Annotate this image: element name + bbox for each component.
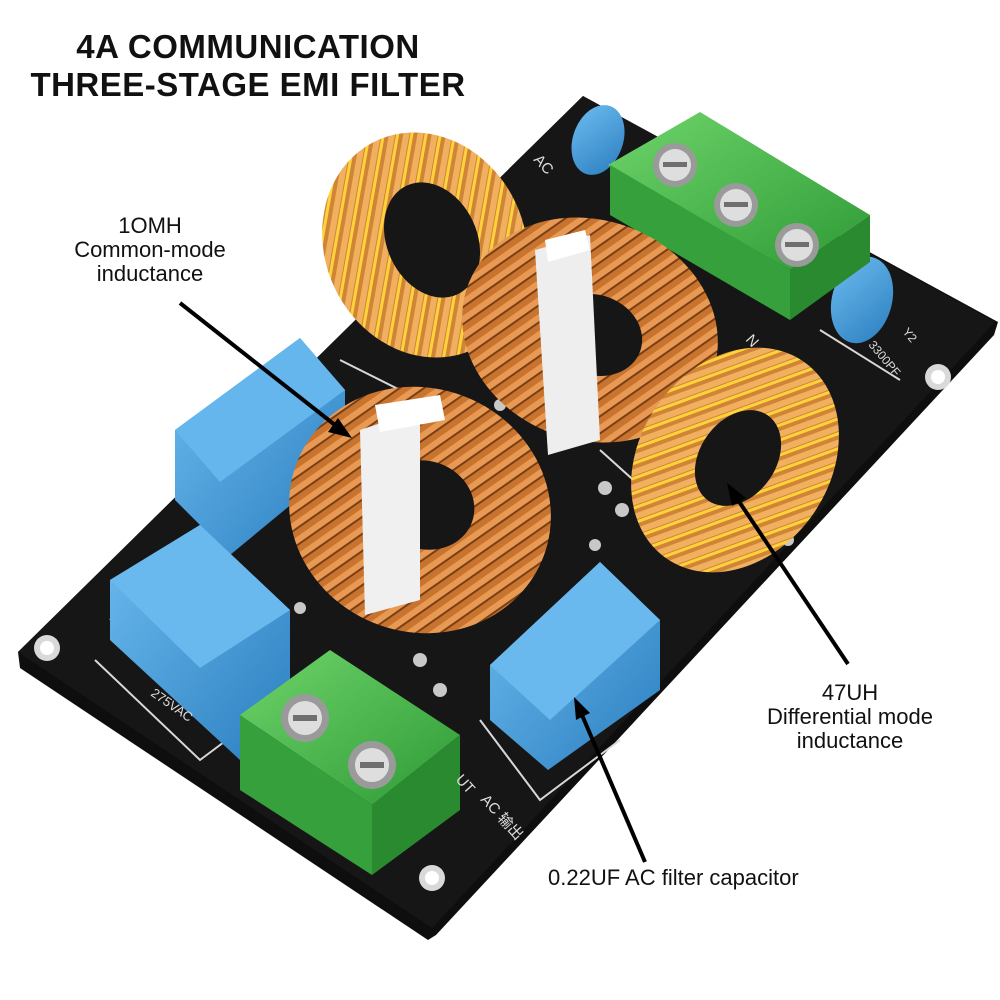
title-line-1: 4A COMMUNICATION [76,28,420,65]
screw [281,694,329,742]
differential-mode-label: Differential mode [767,704,933,729]
screw [775,223,819,267]
common-mode-label-2: inductance [96,261,204,286]
common-mode-label: Common-mode [74,237,226,262]
common-mode-choke-lower [289,386,551,634]
x-capacitor [175,338,345,555]
x-capacitor-275vac: 275VAC [110,525,290,760]
screw [653,143,697,187]
common-mode-arrow [178,301,352,438]
capacitor-arrow [574,697,647,863]
screw [348,741,396,789]
input-terminal-block [608,112,870,320]
output-terminal-block [240,650,460,875]
capacitor-callout: 0.22UF AC filter capacitor [548,866,868,890]
mounting-hole [34,635,60,661]
screw [714,183,758,227]
differential-mode-label-2: inductance [796,728,904,753]
common-mode-value: 1OMH [118,213,182,238]
differential-mode-value: 47UH [821,680,879,705]
filter-capacitor-022uf [490,562,660,770]
capacitor-label: 0.22UF AC filter capacitor [548,865,799,890]
differential-mode-arrow [727,483,850,666]
differential-mode-inductor [631,347,839,573]
differential-mode-callout: 47UH Differential mode inductance [735,681,965,753]
common-mode-callout: 1OMH Common-mode inductance [40,214,260,286]
mounting-hole [925,364,951,390]
common-mode-choke-center [462,217,718,455]
y-capacitor [571,105,625,175]
mounting-hole [419,865,445,891]
title-line-2: THREE-STAGE EMI FILTER [30,66,466,103]
